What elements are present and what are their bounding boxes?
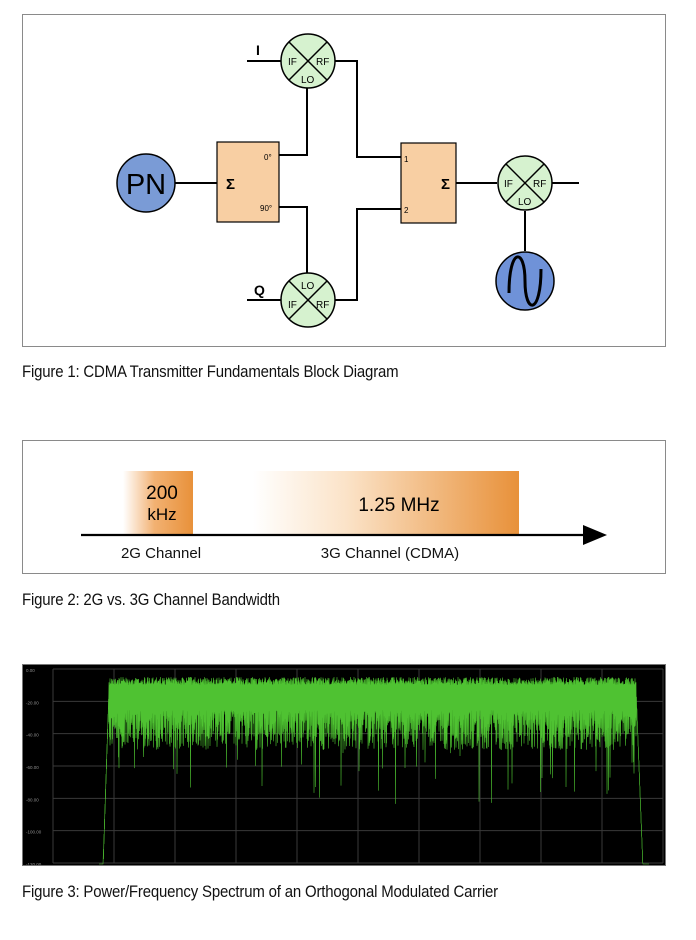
mixer-output-lo: LO xyxy=(518,197,532,208)
mixer-output-rf: RF xyxy=(533,179,546,190)
mixer-output: IF RF LO xyxy=(497,155,553,211)
y-tick-label: -20.00 xyxy=(26,700,39,705)
pn-generator xyxy=(116,153,176,213)
figure3-caption: Figure 3: Power/Frequency Spectrum of an… xyxy=(22,882,498,901)
summer-2-port-1: 1 xyxy=(404,155,409,164)
bandwidth-comparison-diagram: 200 kHz 1.25 MHz 2G Channel 3G Channel (… xyxy=(81,471,607,562)
input-q-label: Q xyxy=(254,282,265,298)
spectrum-plot: 0.00 -20.00 -40.00 -60.00 -80.00 -100.00 -120.… xyxy=(23,665,665,867)
figure2-frame: 200 kHz 1.25 MHz 2G Channel 3G Channel (… xyxy=(22,440,666,574)
y-tick-label: -80.00 xyxy=(26,797,39,802)
mixer-q-lo: LO xyxy=(301,281,315,292)
mixer-i: IF RF LO xyxy=(280,33,336,89)
y-tick-label: -40.00 xyxy=(26,733,39,738)
channel-2g-band xyxy=(123,471,193,534)
y-tick-label: 0.00 xyxy=(26,668,35,673)
axis-arrow-icon xyxy=(583,525,607,545)
label-2g-channel: 2G Channel xyxy=(121,545,201,562)
mixer-output-if: IF xyxy=(504,179,513,190)
oscillator-icon xyxy=(495,251,555,311)
mixer-i-if: IF xyxy=(288,57,297,68)
bw-3g-label: 1.25 MHz xyxy=(358,495,439,516)
summer-1-sigma: Σ xyxy=(226,176,235,193)
mixer-q-if: IF xyxy=(288,300,297,311)
summer-2 xyxy=(400,142,457,224)
mixer-q: LO IF RF xyxy=(280,272,336,328)
y-tick-label: -120.00 xyxy=(26,862,42,865)
figure1-caption: Figure 1: CDMA Transmitter Fundamentals … xyxy=(22,362,399,381)
bw-2g-line2: kHz xyxy=(147,505,176,524)
summer-1-port-90deg: 90° xyxy=(260,204,272,213)
mixer-i-rf: RF xyxy=(316,57,329,68)
channel-3g-band xyxy=(253,471,519,534)
summer-1-port-0deg: 0° xyxy=(264,153,272,162)
pn-label: PN xyxy=(126,169,166,201)
figure1-frame: PN Σ 0° 90° I Q IF RF LO LO IF RF Σ xyxy=(22,14,666,347)
label-3g-channel: 3G Channel (CDMA) xyxy=(321,545,459,562)
mixer-q-rf: RF xyxy=(316,300,329,311)
summer-2-sigma: Σ xyxy=(441,176,450,193)
bw-2g-line1: 200 xyxy=(146,483,178,504)
summer-1 xyxy=(216,141,280,223)
y-tick-label: -60.00 xyxy=(26,765,39,770)
spectrum-trace xyxy=(99,677,649,865)
cdma-transmitter-diagram: PN Σ 0° 90° I Q IF RF LO LO IF RF Σ xyxy=(116,33,579,328)
summer-2-port-2: 2 xyxy=(404,206,409,215)
input-i-label: I xyxy=(256,42,260,58)
y-tick-label: -100.00 xyxy=(26,830,42,835)
figure2-caption: Figure 2: 2G vs. 3G Channel Bandwidth xyxy=(22,590,280,609)
mixer-i-lo: LO xyxy=(301,75,315,86)
figure3-frame: 0.00 -20.00 -40.00 -60.00 -80.00 -100.00 -120.… xyxy=(22,664,666,867)
